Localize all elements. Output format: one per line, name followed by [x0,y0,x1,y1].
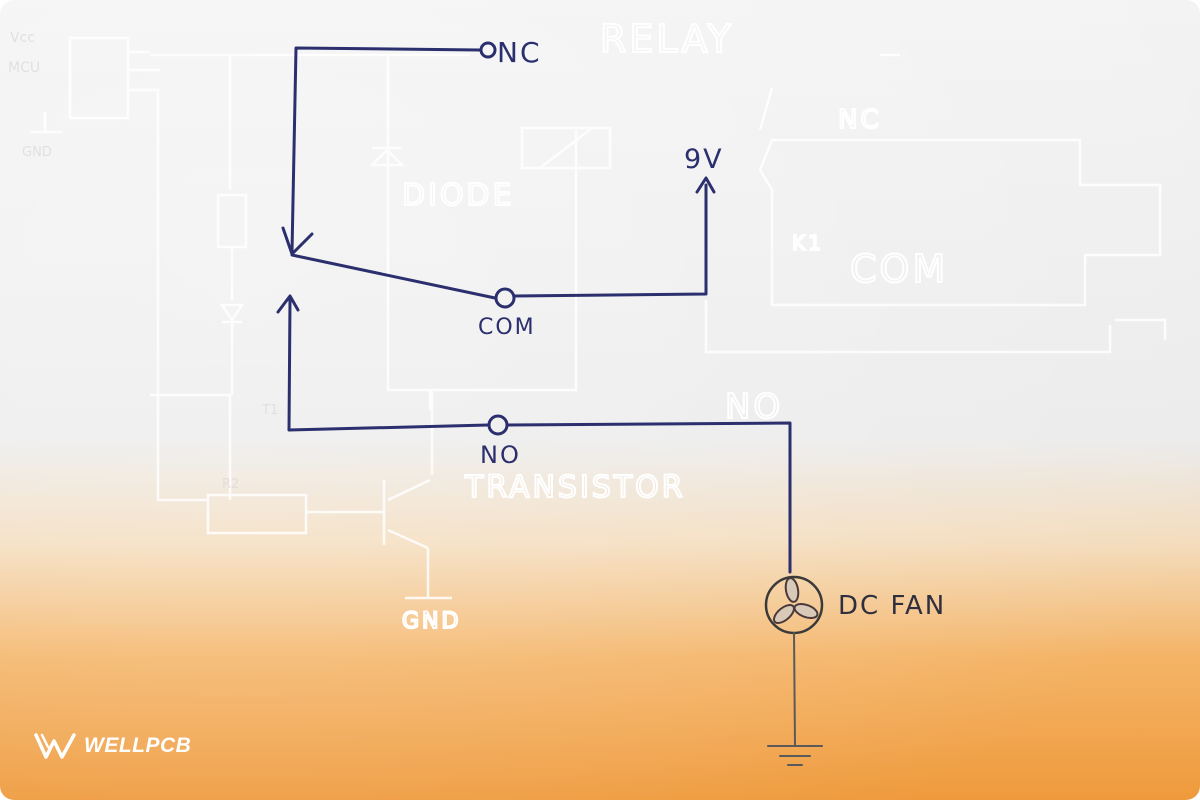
terminals [479,41,516,436]
nine-volt-label: 9V [684,144,724,175]
embossed-r2-label: R2 [222,477,239,492]
com-label: COM [478,315,536,340]
nc-wire [290,46,482,254]
com-wire [512,183,708,298]
wellpcb-logo: WELLPCB [34,726,191,766]
no-to-fan-wire [506,421,792,574]
no-arrowhead [276,294,300,314]
embossed-gnd-label: GND [402,609,461,634]
embossed-relay-label: RELAY [600,17,734,61]
embossed-k1-label: K1 [792,231,824,255]
com-terminal [494,287,516,309]
wellpcb-logo-text: WELLPCB [84,734,192,757]
ground-lead [793,632,796,746]
embossed-diode [368,146,406,167]
ink-circuit [276,46,792,574]
embossed-vcc-label: Vcc [10,30,35,46]
embossed-labels: RELAY DIODE TRANSISTOR GND NC NO COM K1 … [8,16,948,635]
fan-blades-icon [773,577,819,624]
embossed-k1-lead [758,53,900,131]
embossed-transistor-label: TRANSISTOR [464,470,686,505]
embossed-nc-label: NC [838,105,882,135]
embossed-com-label: COM [850,247,948,291]
embossed-relay-coil [520,126,612,170]
switch-blade [290,253,497,300]
embossed-top-rail [150,53,578,392]
no-label: NO [480,441,521,469]
embossed-t1-label: T1 [261,403,278,418]
embossed-mcu-header [68,36,130,120]
embossed-r2 [206,493,308,535]
embossed-left-rail [150,393,232,500]
embossed-circuit [30,36,1167,600]
nc-label: NC [497,36,542,69]
nine-volt-arrowhead [695,176,716,194]
dc-fan-label: DC FAN [838,591,946,621]
no-terminal [487,414,509,436]
embossed-k1-right [704,300,1167,354]
embossed-k1-box [758,138,1162,307]
embossed-mcu-wire [128,50,208,502]
no-wire [287,298,490,432]
embossed-gnd-top-label: GND [22,145,52,160]
embossed-relay-coil-line [539,127,593,169]
embossed-no-label: NO [725,387,783,427]
embossed-mcu-label: MCU [8,60,40,76]
embossed-led [219,303,245,395]
ink-labels: NC 9V COM NO DC FAN [478,36,946,621]
ground-symbol [767,632,823,766]
nc-terminal [479,41,497,59]
wellpcb-w-logo-icon [34,733,76,759]
embossed-diode-label: DIODE [402,178,515,213]
embossed-mcu-gnd [30,112,62,134]
